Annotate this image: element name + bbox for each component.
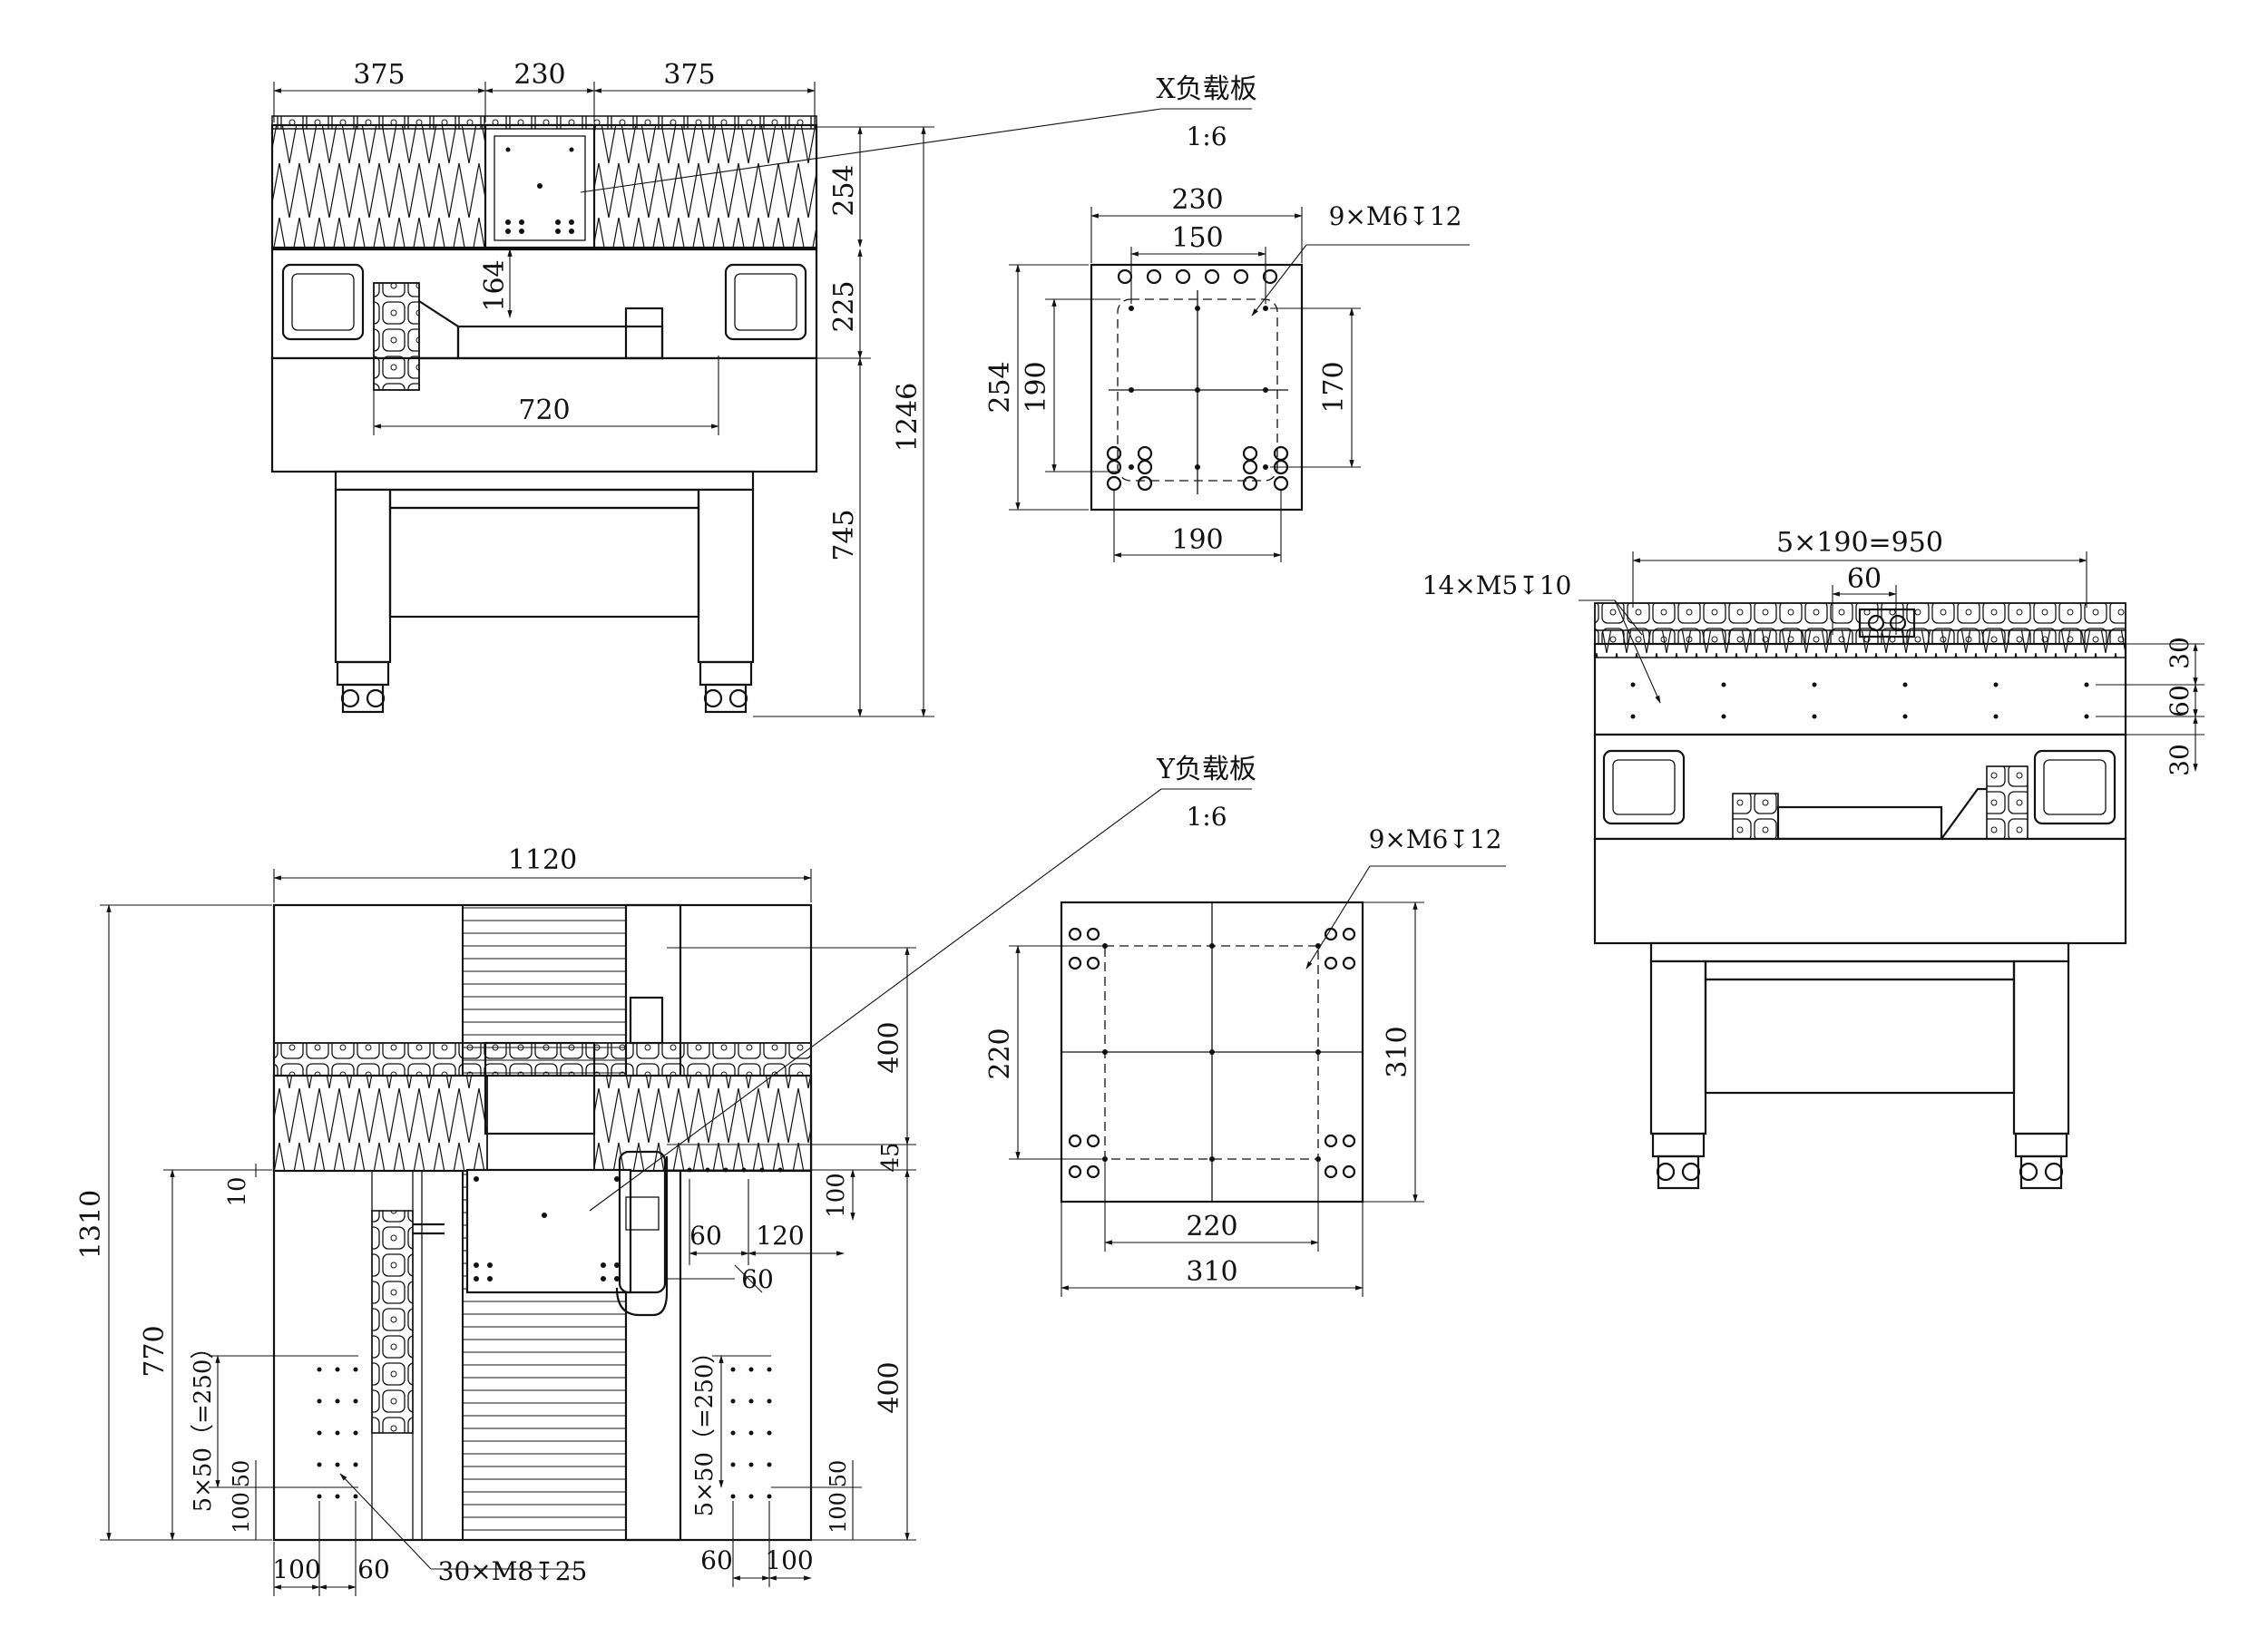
tv-dim-5x50-right: 5×50（=250） <box>691 1340 719 1517</box>
dim-stroke-720: 720 <box>518 395 570 426</box>
tv-dim-100-right: 100 <box>826 1492 851 1534</box>
tv-dim-60-a: 60 <box>689 1221 722 1251</box>
yp-dim-310-bottom: 310 <box>1186 1256 1237 1288</box>
x-plate-callout-name: X负载板 <box>1156 73 1256 105</box>
dim-total-1246: 1246 <box>892 383 924 452</box>
tv-dim-120: 120 <box>756 1221 804 1251</box>
tv-dim-5x50-left: 5×50（=250） <box>190 1336 217 1513</box>
tv-dim-1310: 1310 <box>75 1190 107 1259</box>
xp-dim-170: 170 <box>1318 361 1350 413</box>
tv-dim-100-br: 100 <box>765 1545 813 1575</box>
tv-dim-10: 10 <box>224 1176 251 1206</box>
yp-dim-220-bottom: 220 <box>1186 1211 1237 1242</box>
xp-dim-150: 150 <box>1171 222 1223 254</box>
tv-dim-100-left: 100 <box>229 1492 254 1534</box>
tv-dim-50-right: 50 <box>826 1460 851 1488</box>
tv-dim-50-left: 50 <box>229 1460 254 1488</box>
dim-body-225: 225 <box>828 280 860 332</box>
sv-dim-30-top: 30 <box>2165 637 2195 669</box>
sv-dim-pitch: 5×190=950 <box>1776 527 1943 559</box>
dim-plate-254: 254 <box>828 164 860 216</box>
yp-dim-220-left: 220 <box>984 1028 1016 1079</box>
xp-holes-label: 9×M6↧12 <box>1329 201 1462 231</box>
top-view: 1120 1310 400 45 400 10 770 100 60 120 6… <box>75 754 1256 1596</box>
sv-dim-30-bot: 30 <box>2165 744 2195 776</box>
y-plate-detail: 220 310 220 310 9×M6↧12 <box>984 824 1506 1297</box>
dim-right-375: 375 <box>663 59 715 91</box>
xp-dim-190-bottom: 190 <box>1171 524 1223 556</box>
y-plate-callout-name: Y负载板 <box>1156 754 1256 785</box>
dim-left-375: 375 <box>353 59 405 91</box>
side-view: 5×190=950 60 14×M5↧10 30 60 30 <box>1422 527 2204 1190</box>
x-plate-detail: 230 150 254 190 170 190 9×M6↧12 <box>984 184 1470 562</box>
xp-dim-230: 230 <box>1171 184 1223 216</box>
dim-gap-164: 164 <box>479 259 511 311</box>
dim-stand-745: 745 <box>828 509 860 560</box>
sv-holes-label: 14×M5↧10 <box>1422 570 1572 600</box>
tv-dim-400-bot: 400 <box>874 1361 905 1413</box>
front-view: 375 230 375 254 225 745 1246 164 720 X负载… <box>270 59 1257 717</box>
y-plate-callout-scale: 1:6 <box>1186 802 1227 832</box>
tv-dim-45: 45 <box>877 1142 904 1172</box>
sv-dim-60: 60 <box>1847 563 1882 595</box>
tv-dim-100-bl: 100 <box>272 1554 320 1584</box>
tv-dim-1120: 1120 <box>508 844 577 876</box>
x-plate-callout-scale: 1:6 <box>1186 122 1227 151</box>
tv-dim-100-r: 100 <box>823 1173 850 1218</box>
tv-dim-60-bl: 60 <box>357 1554 390 1584</box>
xp-dim-190-left: 190 <box>1021 361 1052 413</box>
yp-dim-310-right: 310 <box>1382 1026 1413 1077</box>
yp-holes-label: 9×M6↧12 <box>1369 824 1502 854</box>
sv-dim-60-right: 60 <box>2165 685 2195 717</box>
tv-dim-60-b: 60 <box>741 1264 774 1294</box>
tv-dim-770: 770 <box>139 1325 171 1377</box>
dim-mid-230: 230 <box>513 59 565 91</box>
tv-holes-label: 30×M8↧25 <box>438 1556 588 1586</box>
tv-dim-60-br: 60 <box>700 1545 733 1575</box>
tv-dim-400-top: 400 <box>874 1021 905 1073</box>
xp-dim-254: 254 <box>984 361 1016 413</box>
